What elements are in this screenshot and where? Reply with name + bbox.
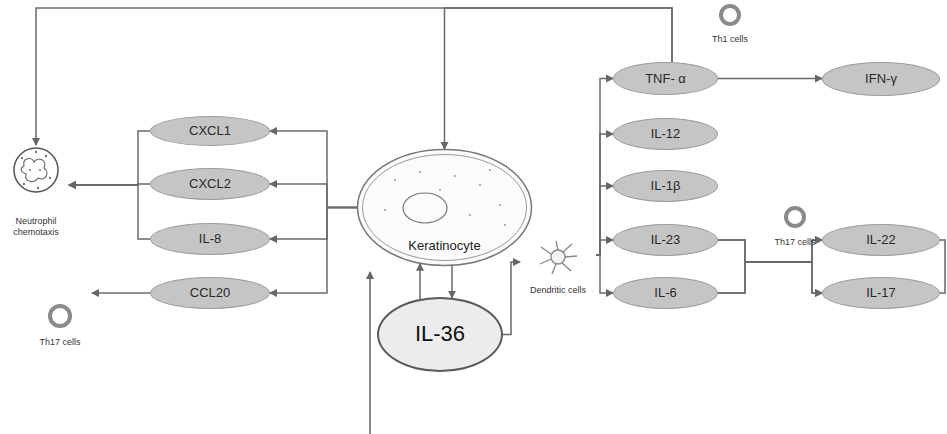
cytokine-ellipse: IL-23 [613,224,718,256]
node-label: CCL20 [190,285,230,301]
arrow-connector [596,255,613,293]
dendritic-cell-icon [540,241,577,274]
node-label: Neutrophil chemotaxis [3,216,69,238]
arrow-connector [36,8,672,145]
arrow-connector [419,264,421,299]
chemokine-ellipse: IL-8 [150,223,270,255]
arrow-connector [451,266,453,298]
arrow-connector [596,186,613,255]
node-label: CXCL2 [189,176,231,192]
arrow-connector [270,208,357,294]
chemokine-ellipse: CXCL2 [150,168,270,200]
node-label: Th1 cells [712,34,748,45]
arrow-connector [596,79,613,256]
arrow-connector [718,240,822,293]
arrow-connector [718,240,822,293]
node-label: CXCL1 [189,123,231,139]
neutrophil-icon [14,148,58,192]
output-bracket [940,240,945,293]
input-arrow [369,272,371,434]
node-label: IL-6 [654,285,676,301]
arrow-connector [503,262,520,335]
node-label: IL-8 [199,231,221,247]
node-label: IL-12 [651,126,681,142]
cytokine-ellipse: TNF- α [613,62,718,95]
il36-ellipse: IL-36 [377,297,503,372]
node-label: Th17 cells [39,337,80,348]
arrow-connector [270,184,357,208]
node-label: Keratinocyte [408,238,480,254]
keratinocyte-cell: Keratinocyte [357,149,532,266]
node-label: IL-36 [415,321,465,347]
node-label: IL-22 [866,232,896,248]
arrow-connector [69,185,150,239]
arrow-connector [92,292,150,294]
node-label: Th17 cells [774,237,815,248]
th1-cell-icon [721,6,739,24]
cell-label: Th17 cells [28,290,92,350]
chemokine-ellipse: CXCL1 [150,116,270,146]
cell-label: Neutrophil chemotaxis [3,145,69,240]
cytokine-ellipse: IL-17 [822,277,940,309]
node-label: IL-1β [651,178,681,194]
node-label: Dendritic cells [530,285,586,296]
node-label: IL-23 [651,232,681,248]
th17-cell-icon [786,208,804,226]
arrow-connector [69,131,150,185]
arrow-connector [270,208,357,240]
arrow-connector [596,240,613,255]
cell-label: Dendritic cells [520,236,596,298]
arrow-connector [718,78,822,80]
chemokine-ellipse: CCL20 [150,277,270,309]
th17-cell-icon [50,306,70,326]
cytokine-ellipse: IL-6 [613,277,718,309]
cell-label: Th17 cells [760,204,830,250]
node-label: IL-17 [866,285,896,301]
node-label: IFN-γ [865,71,897,87]
keratinocyte-cell-drawing [358,150,532,266]
cytokine-ellipse: IL-22 [822,224,940,256]
node-label: TNF- α [645,71,686,87]
cytokine-ellipse: IFN-γ [822,62,940,96]
arrow-connector [270,131,357,208]
arrow-connector [718,262,822,293]
cytokine-ellipse: IL-12 [613,118,718,150]
cell-label: Th1 cells [700,3,760,47]
cytokine-ellipse: IL-1β [613,170,718,202]
arrow-connector [596,134,613,255]
